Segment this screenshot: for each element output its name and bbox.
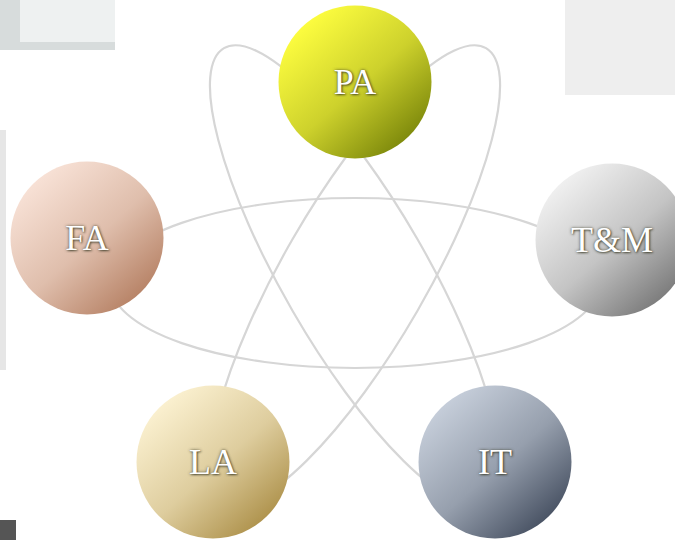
circle-label-box: IT — [418, 385, 572, 539]
category-circle: LA — [136, 385, 290, 539]
category-circle: FA — [10, 161, 164, 315]
photo-fragment — [0, 0, 115, 50]
circle-label-box: FA — [10, 161, 164, 315]
circle-label: PA — [334, 61, 377, 103]
circle-label-box: PA — [278, 5, 432, 159]
orbit-ellipse — [162, 12, 549, 538]
orbit-ellipse — [110, 198, 600, 368]
circle-fill — [279, 6, 432, 159]
circle-label: FA — [65, 217, 108, 259]
category-circle: T&M — [535, 163, 675, 317]
category-circle: IT — [418, 385, 572, 539]
photo-fragment — [20, 0, 115, 42]
circle-fill — [536, 164, 675, 317]
circle-label-box: T&M — [535, 163, 675, 317]
circle-label: T&M — [571, 219, 653, 261]
photo-fragment — [0, 520, 16, 540]
photo-fragment — [0, 130, 6, 370]
circle-label: LA — [189, 441, 237, 483]
circle-label: IT — [478, 441, 512, 483]
circle-fill — [137, 386, 290, 539]
circle-fill — [11, 162, 164, 315]
circle-fill — [419, 386, 572, 539]
orbit-ellipse — [162, 12, 549, 538]
category-circle: PA — [278, 5, 432, 159]
circle-label-box: LA — [136, 385, 290, 539]
photo-fragment — [565, 0, 675, 95]
